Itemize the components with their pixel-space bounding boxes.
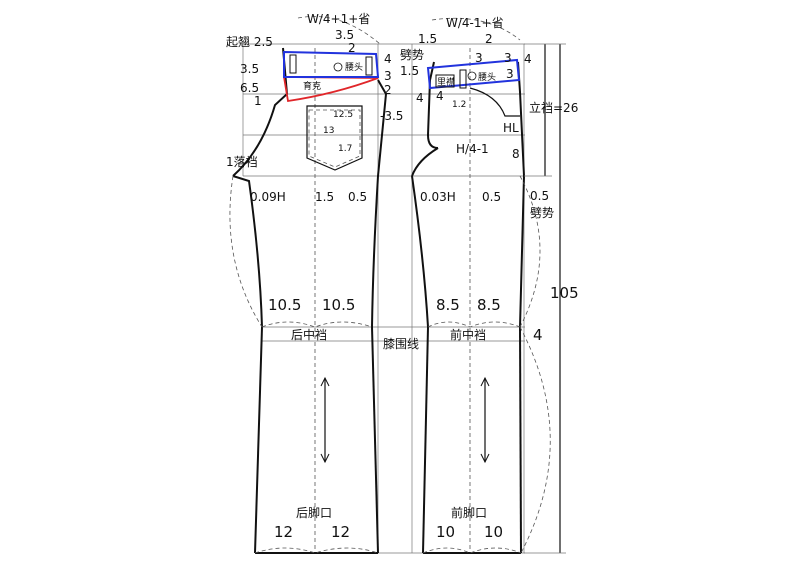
- dimension-lines: [524, 43, 566, 554]
- back-hem-left: 12: [274, 523, 293, 541]
- back-seat-0-5: 0.5: [348, 190, 367, 204]
- front-seat-0-03h: 0.03H: [420, 190, 456, 204]
- back-left-3-5: 3.5: [240, 62, 259, 76]
- back-right-4: 4: [384, 52, 392, 66]
- front-1-5-top: 1.5: [418, 32, 437, 46]
- back-knee-right: 10.5: [322, 296, 355, 314]
- front-trouser-piece: [411, 17, 551, 554]
- front-hem-right: 10: [484, 523, 503, 541]
- front-3c: 3: [506, 67, 514, 81]
- rise-label: 立裆=26: [529, 100, 578, 115]
- front-side-pleat: 劈势: [530, 205, 554, 220]
- front-waist-formula: W/4-1+省: [446, 16, 504, 30]
- back-pocket-13: 13: [323, 126, 334, 136]
- front-4a: 4: [416, 91, 424, 105]
- back-right-3-5: -3.5: [380, 109, 403, 123]
- front-knee-left: 8.5: [436, 296, 460, 314]
- front-pleat-label: 劈势: [400, 47, 424, 62]
- back-waistband-tag: 腰头: [345, 62, 363, 73]
- back-pocket-1-7: 1.7: [338, 144, 352, 154]
- back-hem-right: 12: [331, 523, 350, 541]
- back-crotch-drop: 1落裆: [226, 155, 258, 169]
- back-knee-left: 10.5: [268, 296, 301, 314]
- back-knee-name: 后中裆: [291, 327, 327, 342]
- back-left-6-5: 6.5: [240, 81, 259, 95]
- front-loop-tag: 里襟: [437, 76, 455, 88]
- back-piece-labels: W/4+1+省 起翘 2.5 3.5 2 3.5 6.5 1 4 3 2 -3.…: [226, 12, 403, 541]
- front-4b: 4: [436, 89, 444, 103]
- front-piece-labels: W/4-1+省 1.5 劈势 1.5 2 3 3 3 4 4 4 1.2 里襟 …: [400, 16, 554, 541]
- back-waist-formula: W/4+1+省: [307, 12, 370, 26]
- back-hem-name: 后脚口: [296, 505, 332, 520]
- front-3b: 3: [504, 51, 512, 65]
- knee-offset-label: 4: [533, 326, 543, 344]
- front-4-top: 4: [524, 52, 532, 66]
- back-right-2: 2: [384, 83, 392, 97]
- front-8: 8: [512, 147, 520, 161]
- back-trouser-piece: [229, 16, 388, 554]
- front-2: 2: [485, 32, 493, 46]
- shared-labels: 立裆=26 105 4 膝围线: [383, 100, 579, 351]
- front-waistband-tag: 腰头: [478, 72, 496, 83]
- front-seat-0-5: 0.5: [482, 190, 501, 204]
- back-waist-3-5: 3.5: [335, 28, 354, 42]
- front-h-formula: H/4-1: [456, 142, 489, 156]
- construction-lines: [242, 43, 525, 554]
- front-3a: 3: [475, 51, 483, 65]
- front-side-0-5: 0.5: [530, 189, 549, 203]
- back-yoke-lift: 起翘 2.5: [226, 35, 273, 49]
- back-yoke-label: 育克: [303, 80, 321, 92]
- front-hl: HL: [503, 121, 519, 135]
- knee-line-label: 膝围线: [383, 337, 419, 351]
- front-knee-right: 8.5: [477, 296, 501, 314]
- front-knee-name: 前中裆: [450, 327, 486, 342]
- front-hem-left: 10: [436, 523, 455, 541]
- back-seat-1-5: 1.5: [315, 190, 334, 204]
- back-seat-0-09h: 0.09H: [250, 190, 286, 204]
- back-right-3: 3: [384, 69, 392, 83]
- front-1-5-mid: 1.5: [400, 64, 419, 78]
- back-waist-2: 2: [348, 41, 356, 55]
- length-label: 105: [550, 284, 579, 302]
- front-1-2: 1.2: [452, 100, 466, 110]
- back-left-1: 1: [254, 94, 262, 108]
- front-hem-name: 前脚口: [451, 505, 487, 520]
- back-pocket-12-5: 12.5: [333, 110, 353, 120]
